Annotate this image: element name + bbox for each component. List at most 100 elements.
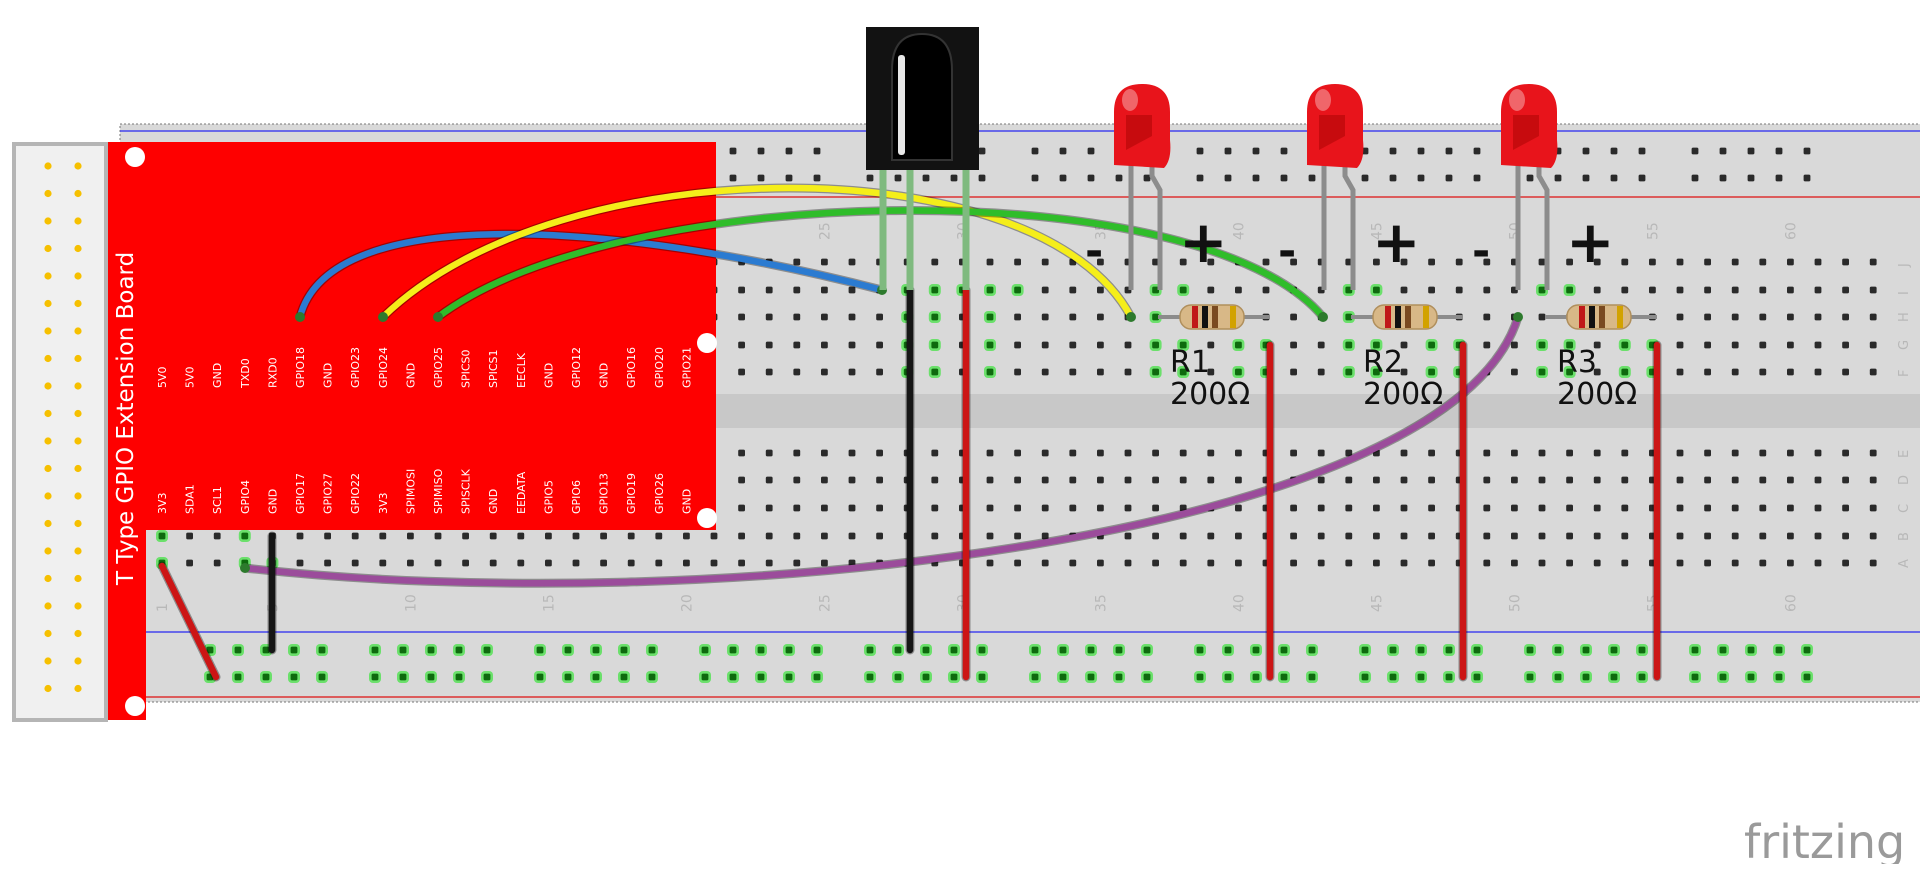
breadboard-hole [1814,313,1822,321]
led: -+ [1278,84,1421,290]
rail-hole [427,646,435,654]
breadboard-hole [296,532,304,540]
breadboard-hole [986,313,994,321]
breadboard-hole [1869,449,1877,457]
rail-hole [894,646,902,654]
rail-hole [648,646,656,654]
breadboard-hole [1511,559,1518,567]
breadboard-hole [848,449,856,457]
column-number-top: 50 [1507,222,1523,240]
breadboard-hole [1235,504,1242,512]
breadboard-hole [1069,559,1077,567]
wire-end [433,312,443,322]
led-highlight [1122,89,1138,111]
breadboard-hole [1814,368,1822,376]
breadboard-hole [1538,504,1546,512]
led: -+ [1085,84,1228,290]
rail-hole [620,673,628,681]
rail-hole [1691,673,1699,681]
breadboard-hole [1345,449,1353,457]
breadboard-hole [1152,258,1159,266]
rail-hole [1389,174,1397,182]
rail-hole [1252,646,1260,654]
breadboard-hole [1317,341,1325,349]
row-letter: C [1897,504,1912,513]
breadboard-hole [1538,313,1546,321]
mount-hole [697,508,717,528]
breadboard-hole [1290,368,1297,376]
rail-hole [1473,174,1481,182]
breadboard-hole [545,532,552,540]
breadboard-hole [655,559,663,567]
breadboard-hole [1041,559,1049,567]
breadboard-hole [1511,368,1518,376]
rail-hole [1196,673,1204,681]
breadboard-hole [1538,368,1546,376]
breadboard-hole [1345,476,1353,484]
breadboard-hole [489,559,497,567]
column-number-top: 45 [1369,222,1385,240]
breadboard-hole [1731,286,1739,294]
breadboard-hole [1869,476,1877,484]
rail-hole [1691,147,1699,155]
breadboard-hole [1124,559,1132,567]
rail-hole [978,147,986,155]
gpio-header-connector [12,142,108,722]
breadboard-hole [1014,258,1021,266]
breadboard-hole [848,313,856,321]
rail-hole [1280,646,1288,654]
pin-label-bottom: GPIO6 [570,480,583,514]
breadboard-hole [1731,504,1739,512]
rail-hole [1445,673,1453,681]
breadboard-hole [1842,476,1849,484]
breadboard-hole [1787,532,1794,540]
pin-label-top: EECLK [515,352,528,388]
fritzing-logo: fritzing [1744,815,1905,864]
rail-hole [1473,673,1481,681]
breadboard-hole [1483,449,1491,457]
rail-hole [1775,147,1783,155]
rail-hole [950,174,958,182]
breadboard-hole [1373,476,1380,484]
rail-hole [950,646,958,654]
wire-end [1126,312,1136,322]
breadboard-hole [821,341,828,349]
breadboard-hole [1097,559,1104,567]
header-pin [74,684,82,693]
ir-receiver-highlight [898,55,905,155]
pin-label-bottom: 3V3 [377,492,390,514]
breadboard-hole [1593,532,1601,540]
breadboard-hole [1511,341,1518,349]
rail-hole [318,646,326,654]
rail-hole [1031,646,1039,654]
breadboard-hole [1069,504,1077,512]
breadboard-hole [738,368,745,376]
pin-label-bottom: GPIO22 [349,473,362,514]
breadboard-hole [793,368,801,376]
rail-hole [1417,174,1425,182]
breadboard-hole [1097,476,1104,484]
resistor-name: R3 [1557,345,1597,380]
breadboard-hole [1649,286,1656,294]
header-pin [74,629,82,638]
breadboard-hole [1041,532,1049,540]
rail-hole [1554,174,1562,182]
breadboard-hole [1014,532,1021,540]
row-letter: J [1897,263,1912,268]
rail-hole [234,673,242,681]
breadboard-hole [1262,258,1270,266]
breadboard-hole [407,559,414,567]
column-number-bottom: 25 [817,594,833,612]
breadboard-hole [1566,258,1573,266]
column-number-top: 55 [1645,222,1661,240]
header-pin [44,162,52,170]
breadboard-hole [1842,504,1849,512]
rail-hole [894,174,902,182]
breadboard-hole [1428,368,1435,376]
breadboard-outline [119,123,1920,703]
breadboard-hole [1538,532,1546,540]
breadboard-hole [1621,368,1629,376]
column-number-top: 40 [1231,222,1247,240]
rail-hole [922,174,930,182]
